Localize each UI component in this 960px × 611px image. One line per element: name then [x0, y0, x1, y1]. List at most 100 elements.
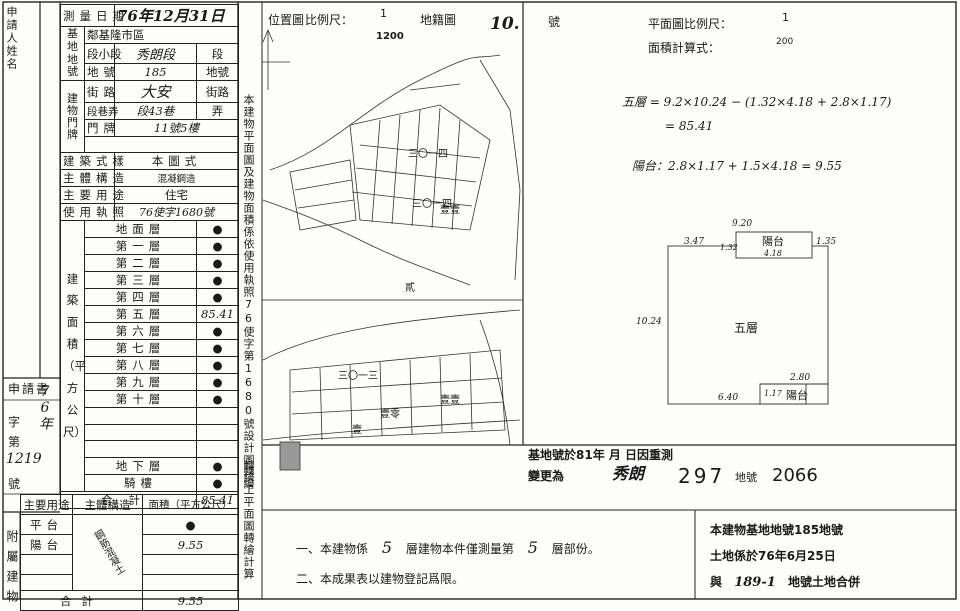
applicant-label: 申請人姓名: [5, 6, 18, 71]
floor-value: [196, 423, 239, 442]
lot-row-label: 地號: [84, 63, 115, 81]
right-note3: 與 189-1 地號土地合併: [710, 576, 860, 589]
floor-label: [84, 440, 197, 458]
lot-suffix: 地號: [196, 63, 239, 81]
floor-label: 第六層: [84, 322, 197, 341]
map-label: 壹壹: [440, 205, 460, 216]
floor-label: 第八層: [84, 356, 197, 375]
floor-value: ●: [196, 254, 239, 273]
district-label: 基隆市區: [98, 28, 145, 42]
app-year: 76年: [37, 384, 53, 430]
floor-label: 第一層: [84, 237, 197, 256]
district-prefix: 鄰: [87, 28, 99, 42]
application-label: 申請書: [8, 382, 51, 396]
map-label: 三〇一四: [408, 149, 448, 160]
floor-label: 第四層: [84, 288, 197, 307]
usage-label: 主要用途: [60, 186, 124, 205]
floor-value: ●: [196, 220, 239, 239]
calc-line3: 陽台：2.8×1.17 + 1.5×4.18 = 9.55: [632, 159, 842, 173]
side-vertical: 轉繪工平面圖轉繪計算: [242, 460, 255, 580]
floor-value: 85.41: [196, 305, 239, 324]
street-value: 大安: [114, 80, 197, 103]
note1-suffix: 層部份。: [551, 542, 600, 556]
note1-floor: 5: [381, 538, 393, 557]
scale-label: 比例尺：: [305, 13, 354, 27]
new-lot: 297: [678, 464, 726, 488]
annex-use: 平台: [20, 514, 73, 535]
floor-label: 第十層: [84, 390, 197, 409]
annex-header-area: 面積（平方公尺）: [142, 494, 239, 515]
cadastral-note1: 基地號於81年 月 日因重測: [528, 448, 674, 462]
floor-label: 第三層: [84, 271, 197, 290]
floor-value: ●: [196, 356, 239, 375]
annex-table: 主要用途 主體構造 面積（平方公尺） 平台 鋼筋混凝土 ● 陽台 9.55 合計…: [20, 494, 239, 611]
survey-date-label: 測量日期: [60, 4, 124, 27]
structure-label: 主體構造: [60, 169, 124, 188]
scale-denom: 1200: [376, 31, 404, 42]
floor-value: ●: [196, 456, 239, 475]
bottom-balcony: 陽台: [786, 389, 808, 402]
map-label: 三〇一四: [412, 199, 452, 210]
sheet-no: 10.: [490, 14, 520, 34]
new-lot2: 2066: [772, 465, 818, 486]
new-section: 秀朗: [612, 464, 645, 483]
right-note3-value: 189-1: [734, 575, 776, 590]
floor-label: 第二層: [84, 254, 197, 273]
street-row-label: 街路: [84, 80, 115, 103]
right-note3-suffix: 地號土地合併: [787, 575, 860, 589]
floor-label: 地下層: [84, 456, 197, 475]
floor-value: ●: [196, 271, 239, 290]
vertical-note: 本建物平面圖及建物面積係依使用執照76使字第1680號設計圖轉繪: [242, 94, 255, 490]
floor-value: ●: [196, 339, 239, 358]
map-label: 壹: [352, 425, 362, 436]
survey-date-value: 76年12月31日: [114, 4, 239, 27]
dim-bottom-left: 6.40: [718, 393, 739, 403]
map-label: 三〇一三: [338, 371, 378, 382]
floor-label: 騎樓: [84, 473, 197, 492]
dim-top-left: 3.47: [684, 237, 705, 247]
annex-use: [20, 554, 73, 575]
plan-scale-denom: 200: [776, 37, 794, 47]
floor-value: ●: [196, 322, 239, 341]
right-note2: 土地係於76年6月25日: [710, 549, 836, 563]
floor-label: 第七層: [84, 339, 197, 358]
word-label: 字第: [8, 415, 29, 450]
floor-value: ●: [196, 288, 239, 307]
floor-value: ●: [196, 237, 239, 256]
lane-row-label: 段巷弄: [84, 102, 119, 120]
area-group-label: 建築面積（平方公尺）: [60, 220, 86, 492]
section-row-label: 段小段: [84, 43, 122, 64]
dim-top: 9.20: [732, 219, 753, 229]
dim-left: 10.24: [636, 317, 662, 327]
note1-mid: 層建物本件僅測量第: [405, 542, 514, 556]
number-value: 11號5樓: [114, 119, 239, 137]
note1-prefix: 一、本建物係: [296, 542, 369, 556]
annex-value: ●: [142, 514, 239, 535]
section-suffix: 段: [196, 43, 239, 64]
sheet-suffix: 號: [548, 15, 561, 29]
calc-line2: = 85.41: [665, 119, 714, 133]
number-label: 號: [8, 477, 21, 491]
annex-header-use: 主要用途: [20, 494, 73, 515]
floor-value: ●: [196, 373, 239, 392]
district-row: 鄰基隆市區: [84, 26, 239, 44]
right-note3-prefix: 與: [710, 575, 723, 589]
cadastral-label: 地籍圖: [420, 13, 457, 27]
floor-value: [196, 440, 239, 458]
scale-value: 1: [380, 7, 387, 20]
area-formula-label: 面積計算式：: [648, 41, 721, 55]
balcony-sub: 4.18: [764, 249, 782, 258]
dim-bottom-mid: 1.17: [764, 389, 782, 398]
section-value: 秀朗段: [114, 43, 197, 64]
note1: 一、本建物係 5 層建物本件僅測量第 5 層部份。: [296, 540, 600, 556]
floor-value: ●: [196, 473, 239, 492]
cadastral-note2: 變更為: [528, 469, 565, 483]
right-note1: 本建物基地地號185地號: [710, 523, 844, 537]
street-suffix: 街路: [196, 80, 239, 103]
annex-value: 9.55: [142, 534, 239, 555]
structure-value: 混凝鋼造: [114, 169, 239, 188]
permit-label: 使用執照: [60, 203, 124, 222]
floor-value: ●: [196, 390, 239, 409]
lot-word: 地號: [735, 471, 757, 484]
number-row-label: 門牌: [84, 119, 115, 137]
